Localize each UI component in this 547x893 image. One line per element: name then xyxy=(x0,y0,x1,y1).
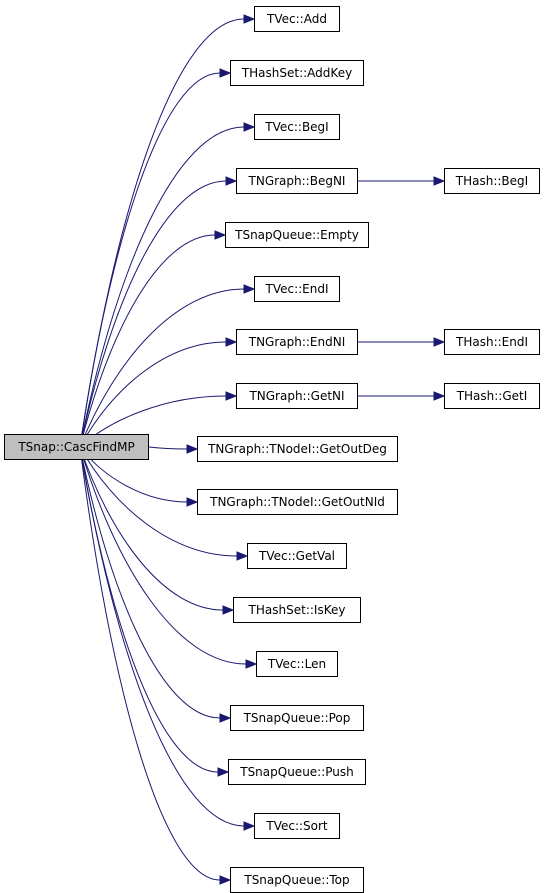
node-tsnapqueue-empty[interactable]: TSnapQueue::Empty xyxy=(225,222,369,248)
edge-root-to-snapqueue-empty-arrowhead xyxy=(214,230,227,240)
node-tvec-begi[interactable]: TVec::BegI xyxy=(254,114,340,140)
edge-root-to-snapqueue-pop xyxy=(79,446,221,719)
node-tvec-getval[interactable]: TVec::GetVal xyxy=(247,543,347,569)
edge-root-to-vec-begi-arrowhead xyxy=(243,122,256,132)
edge-root-to-ngraph-begni xyxy=(79,180,227,448)
edge-root-to-vec-len xyxy=(79,446,247,665)
node-thashset-iskey[interactable]: THashSet::IsKey xyxy=(233,597,361,623)
edge-root-to-vec-getval xyxy=(79,446,238,557)
edge-root-to-hashset-addkey xyxy=(79,72,221,448)
node-tsnapqueue-pop[interactable]: TSnapQueue::Pop xyxy=(230,705,364,731)
edge-root-to-vec-len-arrowhead xyxy=(245,659,258,669)
edge-root-to-ngraph-endni xyxy=(79,341,227,448)
edge-root-to-vec-endi xyxy=(79,288,245,448)
edge-root-to-snapqueue-push xyxy=(79,446,219,773)
node-tnodei-getoutnid[interactable]: TNGraph::TNodeI::GetOutNId xyxy=(197,489,398,515)
edge-root-to-snapqueue-top-arrowhead xyxy=(219,875,232,885)
edge-root-to-snapqueue-top xyxy=(79,446,221,881)
edge-root-to-hashset-iskey-arrowhead xyxy=(222,605,235,615)
edge-ngraph-getni-to-hash-geti-arrowhead xyxy=(433,391,446,401)
edge-root-to-ngraph-begni-arrowhead xyxy=(225,176,238,186)
edge-root-to-ngraph-endni-arrowhead xyxy=(225,337,238,347)
node-thashset-addkey[interactable]: THashSet::AddKey xyxy=(230,60,364,86)
node-tnodei-getoutdeg[interactable]: TNGraph::TNodeI::GetOutDeg xyxy=(197,436,398,462)
edge-root-to-tnodei-getoutdeg-arrowhead xyxy=(186,444,199,454)
edge-root-to-vec-getval-arrowhead xyxy=(236,551,249,561)
edge-root-to-hashset-iskey xyxy=(79,446,224,611)
edge-root-to-vec-add-arrowhead xyxy=(243,14,256,24)
node-tngraph-endni[interactable]: TNGraph::EndNI xyxy=(236,329,358,355)
node-thash-begi[interactable]: THash::BegI xyxy=(444,168,540,194)
node-tvec-len[interactable]: TVec::Len xyxy=(256,651,338,677)
node-tsnapqueue-top[interactable]: TSnapQueue::Top xyxy=(230,867,364,893)
node-thash-endi[interactable]: THash::EndI xyxy=(444,329,540,355)
node-thash-geti[interactable]: THash::GetI xyxy=(444,383,540,409)
edge-ngraph-endni-to-hash-endi-arrowhead xyxy=(433,337,446,347)
edge-root-to-vec-sort-arrowhead xyxy=(243,821,256,831)
edge-root-to-tnodei-getoutdeg xyxy=(148,446,188,450)
node-tsnap-cascfindmp: TSnap::CascFindMP xyxy=(4,434,149,460)
edge-root-to-tnodei-getoutnid-arrowhead xyxy=(186,497,199,507)
edge-root-to-snapqueue-push-arrowhead xyxy=(217,767,230,777)
node-tvec-endi[interactable]: TVec::EndI xyxy=(254,276,340,302)
edge-root-to-vec-begi xyxy=(79,126,245,448)
node-tvec-sort[interactable]: TVec::Sort xyxy=(254,813,340,839)
edge-root-to-ngraph-getni-arrowhead xyxy=(225,391,238,401)
node-tngraph-begni[interactable]: TNGraph::BegNI xyxy=(236,168,358,194)
node-tngraph-getni[interactable]: TNGraph::GetNI xyxy=(236,383,358,409)
edge-root-to-snapqueue-pop-arrowhead xyxy=(219,713,232,723)
edge-root-to-vec-endi-arrowhead xyxy=(243,284,256,294)
node-tvec-add[interactable]: TVec::Add xyxy=(254,6,340,32)
edge-ngraph-begni-to-hash-begi-arrowhead xyxy=(433,176,446,186)
edge-root-to-snapqueue-empty xyxy=(79,234,216,448)
node-tsnapqueue-push[interactable]: TSnapQueue::Push xyxy=(228,759,366,785)
edge-root-to-vec-add xyxy=(79,18,245,448)
edge-root-to-hashset-addkey-arrowhead xyxy=(219,68,232,78)
